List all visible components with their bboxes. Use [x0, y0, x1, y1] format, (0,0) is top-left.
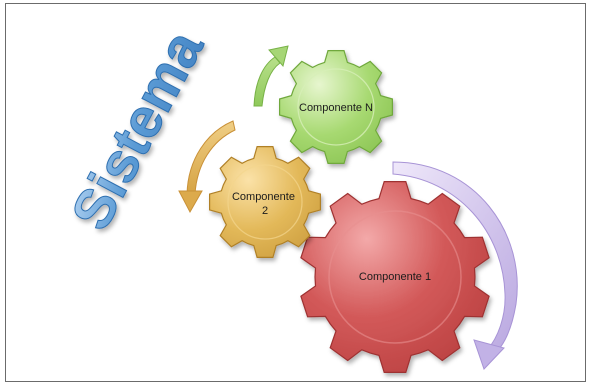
gear-component-2-label-line-1: Componente [232, 191, 295, 203]
arrow-orange [178, 120, 236, 214]
arrow-green-head [268, 45, 289, 68]
arrow-green [253, 45, 289, 107]
gear-component-2-inner-ring [227, 164, 303, 240]
gear-component-1-inner-ring [328, 210, 462, 344]
gear-component-2-label: Componente 2 [232, 191, 298, 217]
gear-component-1-shape [300, 181, 490, 373]
arrow-orange-head [178, 190, 203, 214]
gear-component-2: Componente 2 [209, 146, 321, 258]
diagram-canvas: Sistema Componente 1 Componen [58, 19, 518, 373]
gear-component-n-shape [279, 50, 393, 164]
diagram-frame: Sistema Componente 1 Componen [5, 3, 586, 382]
gear-component-1: Componente 1 [300, 181, 490, 373]
gear-component-n-inner-ring [297, 68, 375, 146]
gear-component-n-label: Componente N [299, 102, 373, 114]
gear-component-2-shape [209, 146, 321, 258]
arrow-lavender-head [473, 339, 505, 370]
gear-component-1-label: Componente 1 [359, 271, 431, 283]
arrow-green-body [253, 56, 281, 107]
gear-component-n: Componente N [279, 50, 393, 164]
gear-component-2-label-line-2: 2 [262, 205, 268, 217]
arrow-lavender [392, 161, 518, 370]
